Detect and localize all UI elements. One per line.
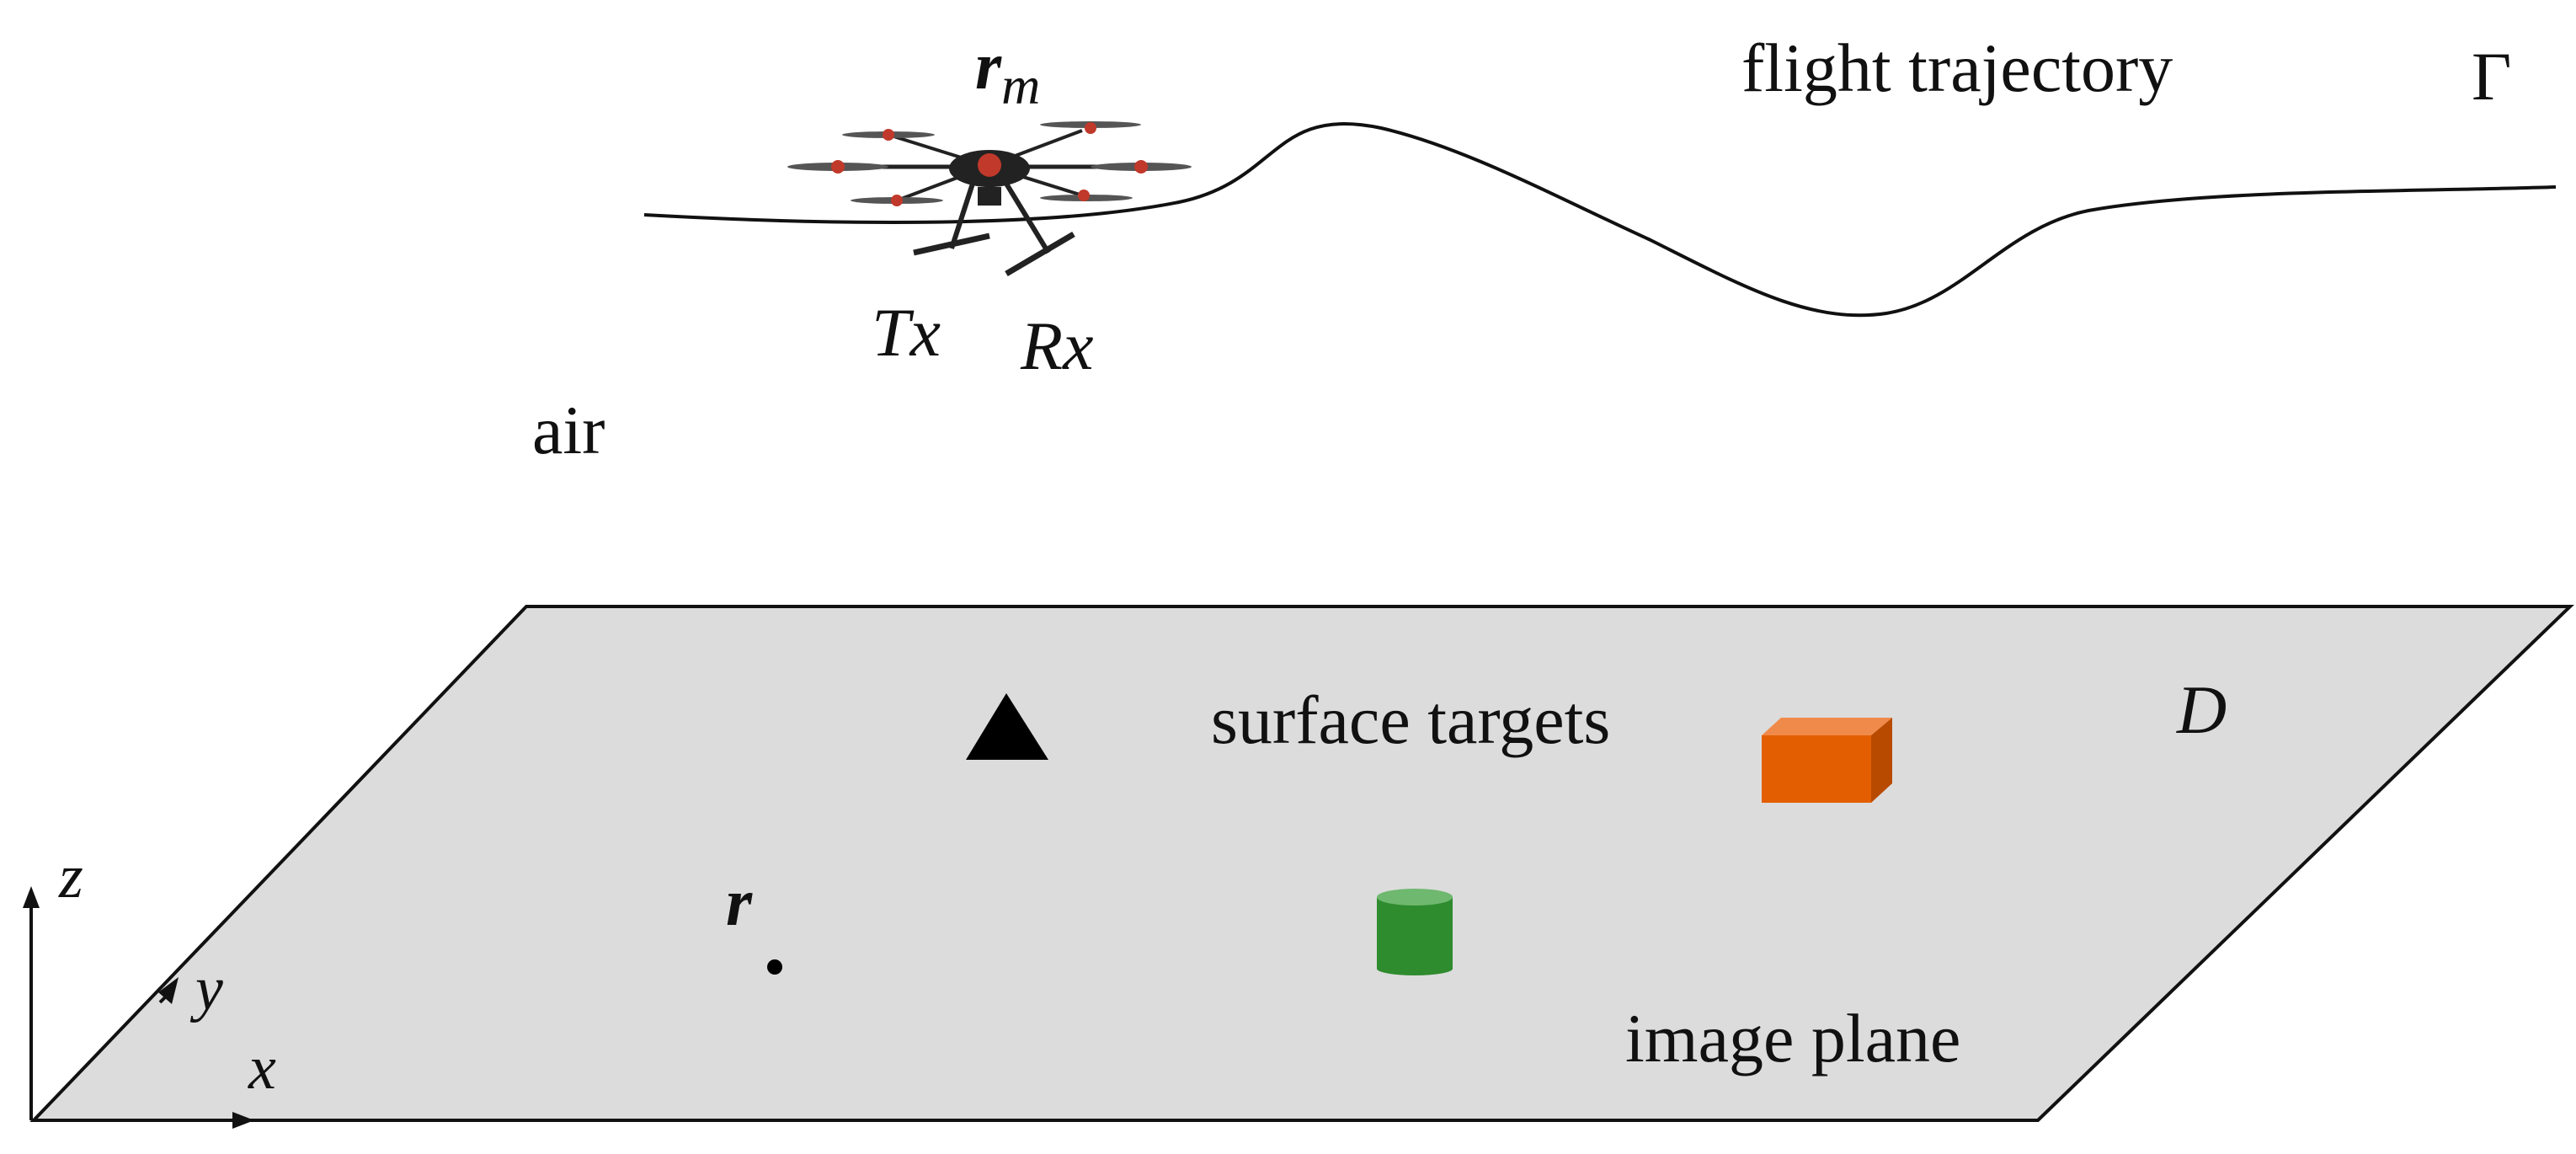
z-arrow-icon [23,886,40,908]
image-plane-label: image plane [1625,1000,1960,1077]
probe-subscript: m [1001,56,1040,115]
domain-d-label: D [2176,671,2227,748]
probe-r: r [975,29,1002,104]
x-arrow-icon [232,1112,254,1129]
box-target-icon [1762,718,1892,803]
probe-position-label: rm [975,29,1040,115]
hexacopter-drone-icon [787,121,1192,277]
axis-y-label: y [189,954,223,1023]
coordinate-axes [23,886,254,1129]
image-plane [29,605,2574,1122]
cylinder-target-icon [1377,889,1453,975]
gamma-label: Γ [2472,38,2511,115]
flight-trajectory-curve [643,122,2557,318]
point-r-label: r [726,866,753,940]
air-label: air [532,392,605,468]
axis-x-label: x [248,1034,276,1103]
rx-label: Rx [1020,307,1093,384]
flight-trajectory-label: flight trajectory [1741,29,2173,106]
surface-targets-label: surface targets [1211,681,1610,758]
tx-label: Tx [872,294,941,371]
triangle-target-icon [966,693,1048,760]
axis-z-label: z [58,842,83,911]
point-r-marker [767,959,782,975]
y-arrow-icon [158,977,179,1004]
